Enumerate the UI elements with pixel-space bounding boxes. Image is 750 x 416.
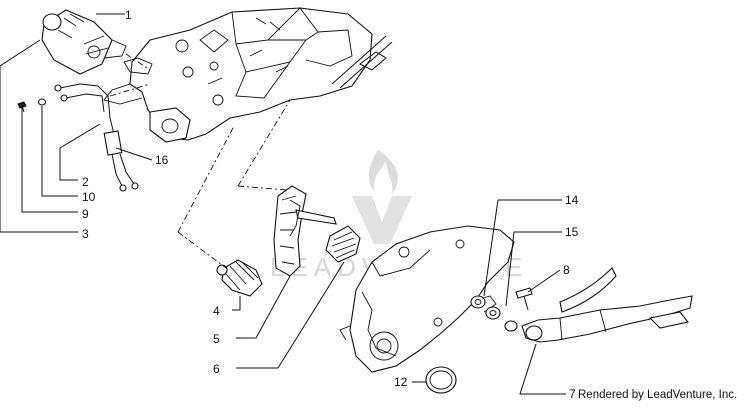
callout-16: 16 — [155, 153, 169, 167]
sector-gear — [273, 185, 337, 277]
plug-cap — [425, 366, 457, 394]
kick-washers — [470, 295, 518, 332]
starter-bendix — [216, 259, 263, 297]
callout-9: 9 — [82, 207, 89, 221]
return-spring — [325, 225, 361, 263]
callout-2: 2 — [82, 175, 89, 189]
starter-motor — [41, 9, 127, 75]
crankcase — [103, 7, 393, 143]
callout-14: 14 — [565, 193, 579, 207]
starter-cable — [54, 83, 139, 192]
callout-labels: 1 2 3 4 5 6 7 8 9 10 12 14 15 16 — [82, 8, 579, 401]
callout-3: 3 — [82, 227, 89, 241]
callout-4: 4 — [213, 304, 220, 318]
screw-and-washer — [17, 98, 47, 113]
callout-10: 10 — [82, 190, 96, 204]
alignment-lines — [109, 53, 291, 269]
callout-6: 6 — [213, 362, 220, 376]
leader-lines — [0, 13, 566, 395]
callout-15: 15 — [565, 225, 579, 239]
callout-12: 12 — [394, 375, 408, 389]
render-credit: Rendered by LeadVenture, Inc. — [578, 389, 737, 401]
clamp-bolt — [515, 287, 533, 311]
callout-7: 7 — [569, 387, 576, 401]
callout-8: 8 — [563, 263, 570, 277]
transmission-cover — [339, 225, 515, 373]
callout-5: 5 — [213, 332, 220, 346]
kick-start-lever — [521, 267, 693, 343]
callout-1: 1 — [125, 8, 132, 22]
